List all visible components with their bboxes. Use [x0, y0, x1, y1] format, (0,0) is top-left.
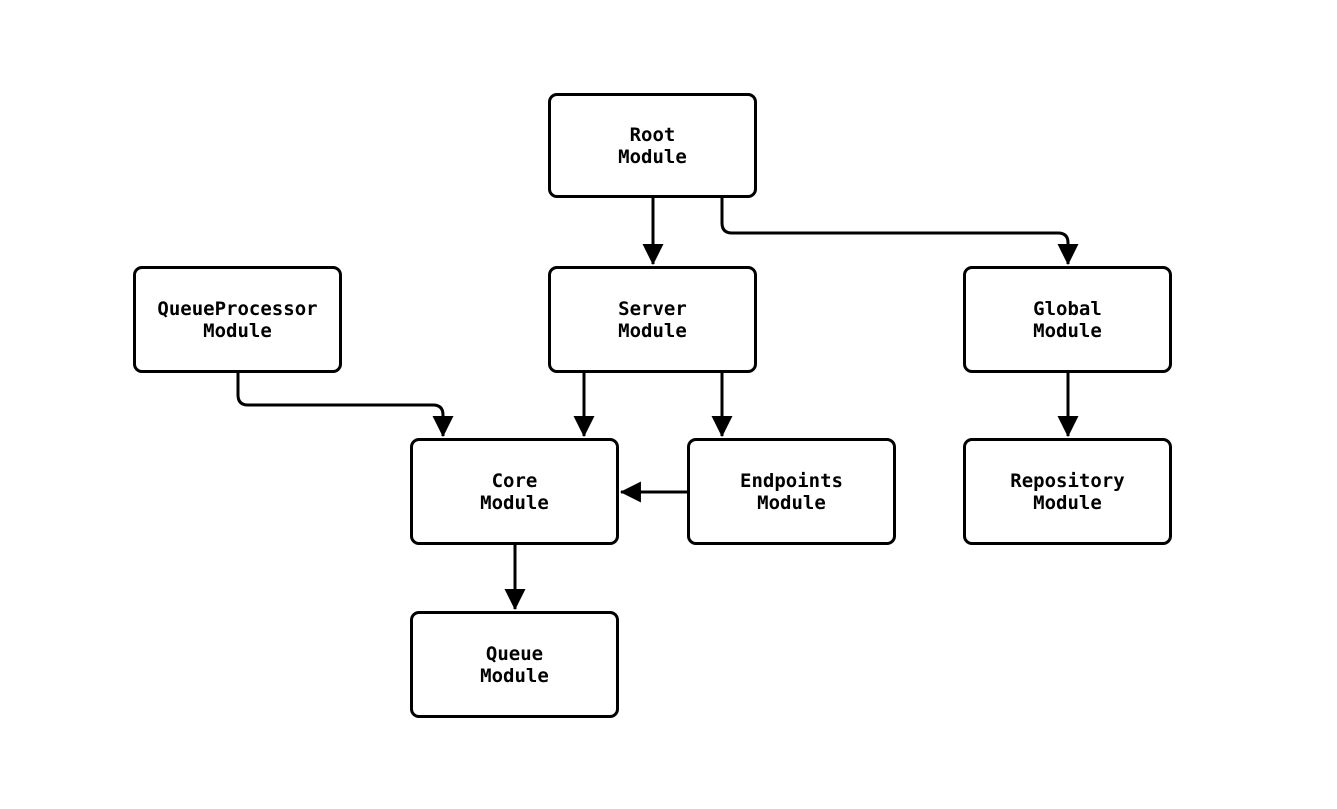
node-label: Endpoints Module — [740, 469, 843, 514]
node-label: Global Module — [1033, 297, 1102, 342]
node-label: Core Module — [480, 469, 549, 514]
edge-queueprocessor-to-core — [236, 373, 454, 438]
node-endpoints: Endpoints Module — [687, 438, 896, 545]
node-queue: Queue Module — [410, 611, 619, 718]
node-label: Server Module — [618, 297, 687, 342]
node-label: Queue Module — [480, 642, 549, 687]
node-repository: Repository Module — [963, 438, 1172, 545]
node-queue-processor: QueueProcessor Module — [133, 266, 342, 373]
edge-root-to-global — [720, 198, 1079, 266]
edge-group — [236, 198, 1079, 611]
node-root: Root Module — [548, 93, 757, 198]
node-global: Global Module — [963, 266, 1172, 373]
node-label: Repository Module — [1010, 469, 1125, 514]
node-label: QueueProcessor Module — [157, 297, 318, 342]
node-core: Core Module — [410, 438, 619, 545]
node-server: Server Module — [548, 266, 757, 373]
node-label: Root Module — [618, 123, 687, 168]
